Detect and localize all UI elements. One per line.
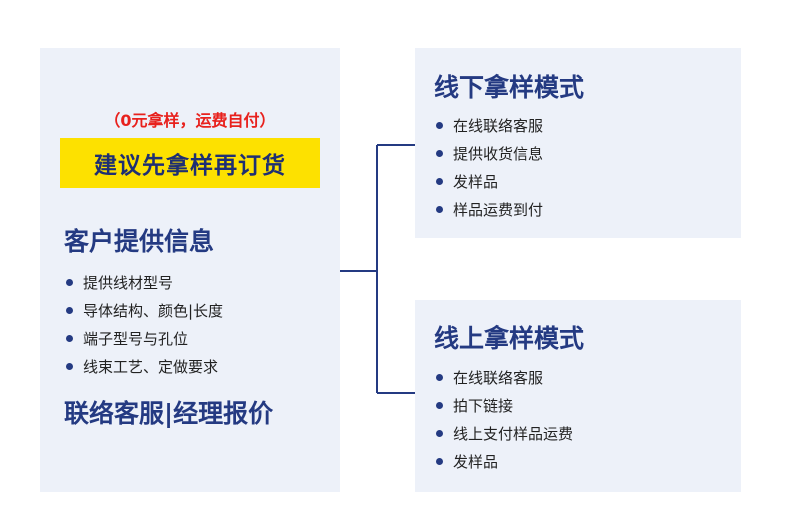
list-item: 提供线材型号 — [66, 269, 223, 297]
offline-steps-list: 在线联络客服 提供收货信息 发样品 样品运费到付 — [436, 112, 543, 224]
list-item: 在线联络客服 — [436, 112, 543, 140]
list-item: 发样品 — [436, 448, 573, 476]
list-item: 线上支付样品运费 — [436, 420, 573, 448]
contact-quote-footer: 联络客服|经理报价 — [64, 399, 274, 428]
customer-info-panel — [40, 48, 340, 492]
connector-line — [340, 144, 415, 394]
bullet-icon — [66, 335, 73, 342]
online-sample-panel — [415, 300, 741, 492]
bullet-icon — [436, 402, 443, 409]
list-item: 样品运费到付 — [436, 196, 543, 224]
list-item: 端子型号与孔位 — [66, 325, 223, 353]
list-item: 导体结构、颜色|长度 — [66, 297, 223, 325]
list-item: 发样品 — [436, 168, 543, 196]
online-mode-title: 线上拿样模式 — [434, 324, 585, 353]
bullet-icon — [436, 150, 443, 157]
sample-first-banner: 建议先拿样再订货 — [60, 138, 320, 188]
bullet-icon — [436, 458, 443, 465]
customer-info-list: 提供线材型号 导体结构、颜色|长度 端子型号与孔位 线束工艺、定做要求 — [66, 269, 223, 381]
list-item: 线束工艺、定做要求 — [66, 353, 223, 381]
bullet-icon — [66, 307, 73, 314]
bullet-icon — [436, 206, 443, 213]
bullet-icon — [436, 430, 443, 437]
list-item: 拍下链接 — [436, 392, 573, 420]
offline-sample-panel — [415, 48, 741, 238]
bullet-icon — [66, 363, 73, 370]
bullet-icon — [436, 178, 443, 185]
free-sample-note: （0元拿样，运费自付） — [104, 111, 276, 130]
bullet-icon — [436, 122, 443, 129]
customer-info-heading: 客户提供信息 — [64, 227, 215, 256]
online-steps-list: 在线联络客服 拍下链接 线上支付样品运费 发样品 — [436, 364, 573, 476]
list-item: 提供收货信息 — [436, 140, 543, 168]
bullet-icon — [436, 374, 443, 381]
bullet-icon — [66, 279, 73, 286]
offline-mode-title: 线下拿样模式 — [434, 73, 585, 102]
list-item: 在线联络客服 — [436, 364, 573, 392]
